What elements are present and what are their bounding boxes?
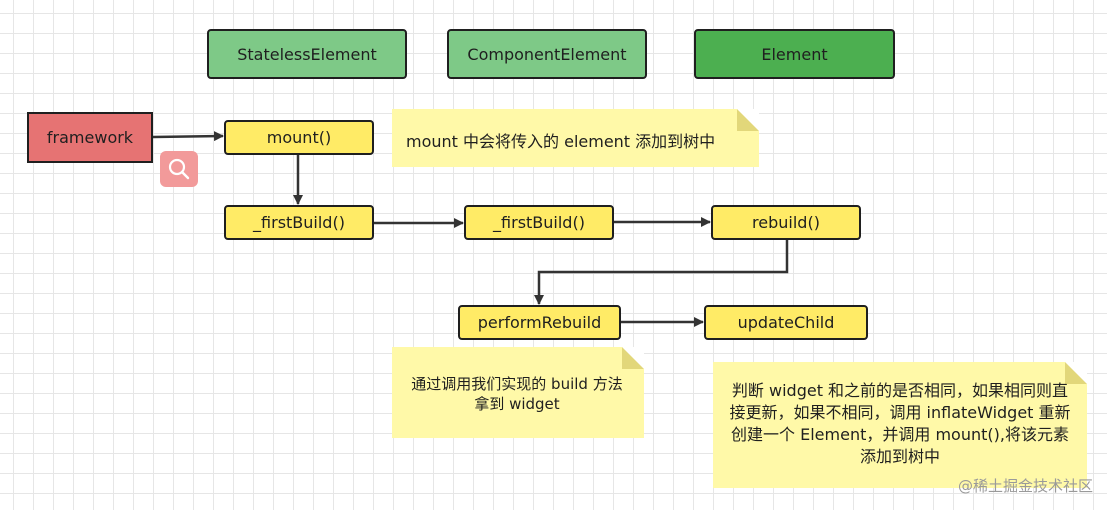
node-component-element[interactable]: ComponentElement: [447, 29, 647, 79]
note-fold: [1065, 362, 1087, 384]
note-update-child: 判断 widget 和之前的是否相同，如果相同则直接更新，如果不相同，调用 in…: [713, 362, 1087, 488]
node-framework[interactable]: framework: [27, 112, 153, 163]
node-rebuild[interactable]: rebuild(): [711, 205, 861, 240]
arrow-framework-to-mount: [152, 131, 224, 142]
node-element-label: Element: [761, 44, 828, 64]
node-element[interactable]: Element: [694, 29, 895, 79]
arrow-rebuild-to-performrebuild: [534, 239, 789, 305]
watermark: @稀土掘金技术社区: [957, 477, 1093, 495]
node-mount-label: mount(): [266, 128, 332, 147]
node-first-build-1-label: _firstBuild(): [253, 213, 345, 232]
node-update-child-label: updateChild: [737, 313, 835, 332]
node-stateless-element[interactable]: StatelessElement: [207, 29, 407, 79]
node-first-build-2[interactable]: _firstBuild(): [464, 205, 614, 240]
note-update-child-text: 判断 widget 和之前的是否相同，如果相同则直接更新，如果不相同，调用 in…: [729, 381, 1071, 466]
node-rebuild-label: rebuild(): [752, 213, 820, 232]
search-button[interactable]: [160, 151, 198, 187]
node-update-child[interactable]: updateChild: [704, 305, 868, 340]
node-first-build-2-label: _firstBuild(): [493, 213, 585, 232]
note-mount: mount 中会将传入的 element 添加到树中: [392, 109, 759, 167]
node-framework-label: framework: [46, 128, 134, 147]
search-icon: [168, 158, 190, 180]
note-mount-text: mount 中会将传入的 element 添加到树中: [406, 132, 716, 151]
node-component-element-label: ComponentElement: [467, 44, 627, 64]
note-fold: [622, 347, 644, 369]
note-perform-rebuild-text: 通过调用我们实现的 build 方法拿到 widget: [411, 375, 623, 413]
node-perform-rebuild[interactable]: performRebuild: [458, 305, 621, 340]
node-mount[interactable]: mount(): [224, 120, 374, 155]
note-perform-rebuild: 通过调用我们实现的 build 方法拿到 widget: [392, 347, 644, 438]
note-fold: [737, 109, 759, 131]
node-first-build-1[interactable]: _firstBuild(): [224, 205, 374, 240]
node-perform-rebuild-label: performRebuild: [477, 313, 602, 332]
node-stateless-element-label: StatelessElement: [237, 44, 377, 64]
